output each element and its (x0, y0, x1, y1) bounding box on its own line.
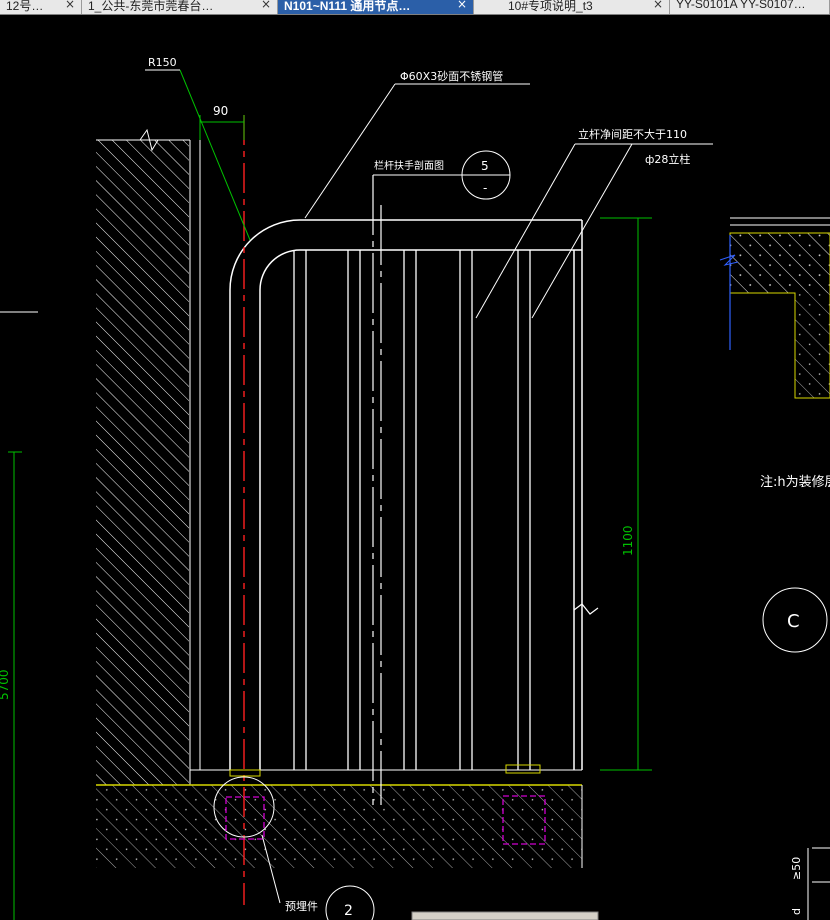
dimension-offset: 90 (199, 104, 245, 140)
leader-post-spacing (475, 143, 713, 319)
tab-dongguan[interactable]: 1_公共-东莞市莞春台… × (82, 0, 278, 14)
document-tab-bar: 12号… × 1_公共-东莞市莞春台… × N101~N111 通用节点… × … (0, 0, 830, 15)
note-text: 注:h为装修层 (760, 475, 830, 490)
embed-leader (261, 834, 281, 904)
bottom-right-dims: ≥50 d (790, 847, 830, 920)
leader-handrail-spec (304, 83, 530, 219)
radius-leader (179, 69, 251, 241)
tab-label: 10#专项说明_t3 (508, 0, 593, 13)
callout-2-circle (325, 885, 375, 920)
close-icon[interactable]: × (64, 0, 75, 11)
handrail-spec-text: Φ60X3砂面不锈钢管 (400, 69, 503, 83)
tab-label: 1_公共-东莞市莞春台… (88, 0, 214, 13)
tab-label: 12号… (6, 0, 44, 13)
tab-12[interactable]: 12号… × (0, 0, 82, 14)
wall-section (96, 128, 201, 785)
horizontal-scrollbar-thumb[interactable] (411, 911, 599, 920)
height-dimension: 1100 (600, 217, 652, 771)
offset-dim-text: 90 (213, 104, 228, 118)
callout-c-circle (762, 587, 828, 653)
tab-yy-s0101a[interactable]: YY-S0101A YY-S0107… (670, 0, 830, 14)
detail-sheet-text: - (483, 181, 487, 195)
tab-label: N101~N111 通用节点… (284, 0, 411, 13)
radius-label: R150 (148, 56, 177, 69)
post-spacing-text: 立杆净间距不大于110 (578, 127, 687, 141)
cad-drawing-canvas[interactable]: 90 R150 1100 5700 Φ60X3砂面不锈钢管 立杆净间距不大于11… (0, 15, 830, 920)
close-icon[interactable]: × (456, 0, 467, 11)
section-cut-line (372, 175, 599, 805)
callout-2-text: 2 (344, 903, 353, 919)
tab-label: YY-S0101A YY-S0107… (676, 0, 806, 11)
embed-anchor-left (213, 769, 275, 840)
tab-10-special[interactable]: 10#专项说明_t3 × (474, 0, 670, 14)
embed-anchor-right (502, 764, 546, 845)
dim-d-text: d (790, 908, 803, 915)
dim-50-text: ≥50 (790, 857, 803, 880)
side-dim-text: 5700 (0, 669, 11, 700)
post-spec-text: ф28立柱 (645, 152, 690, 166)
handrail (229, 219, 583, 770)
detail-number-text: 5 (481, 159, 489, 173)
side-dimension: 5700 (0, 451, 22, 920)
height-dim-text: 1100 (621, 525, 635, 556)
section-label-text: 栏杆扶手剖面图 (374, 159, 444, 172)
balusters (293, 250, 531, 770)
close-icon[interactable]: × (652, 0, 663, 11)
section-marker: 栏杆扶手剖面图 5 - (373, 150, 511, 200)
close-icon[interactable]: × (260, 0, 271, 11)
floor-slab (96, 769, 583, 868)
callout-c-text: C (787, 611, 800, 632)
stair-detail (719, 217, 830, 399)
tab-n101-active[interactable]: N101~N111 通用节点… × (278, 0, 474, 14)
embed-label-text: 预埋件 (285, 900, 318, 913)
